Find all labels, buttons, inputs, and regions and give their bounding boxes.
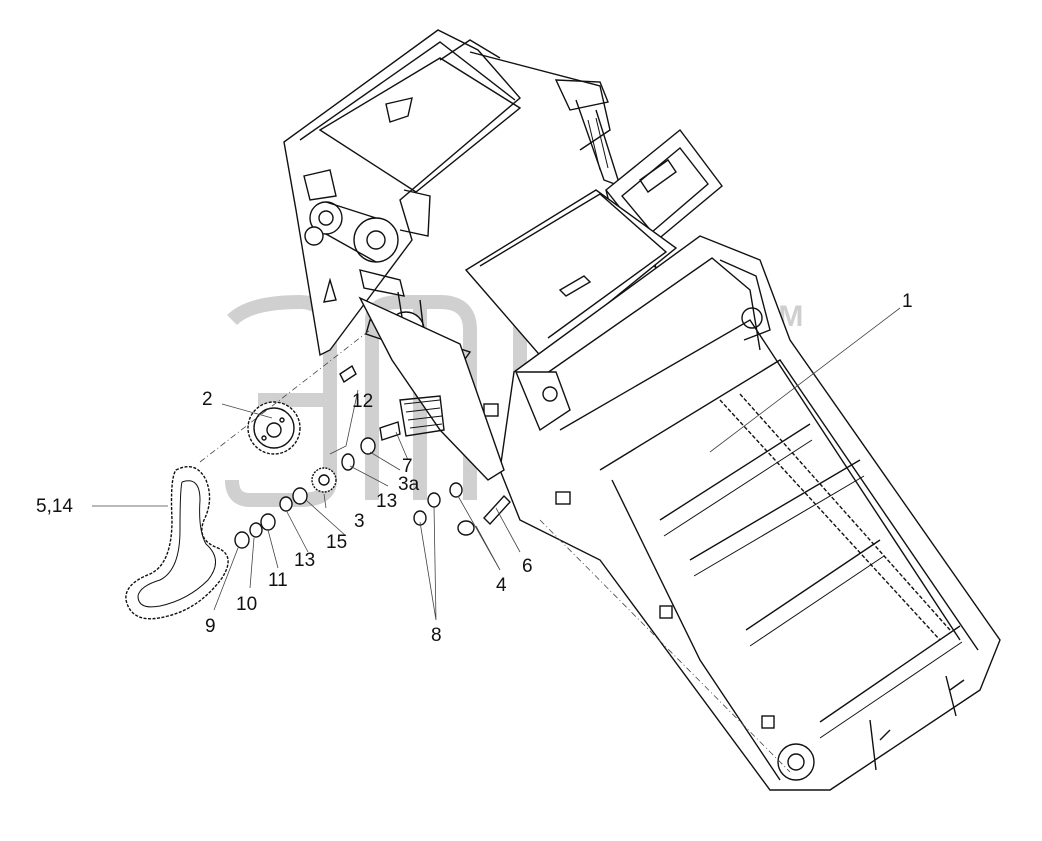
- sprocket-large: [247, 401, 301, 455]
- conveyor-body: [464, 189, 1001, 791]
- drive-chain: [125, 466, 229, 620]
- callout-15: 15: [326, 532, 347, 553]
- header-housing: [283, 29, 622, 357]
- sprocket-small: [311, 467, 337, 493]
- callout-5-14: 5,14: [36, 496, 73, 517]
- bracket-plate: [358, 296, 505, 481]
- callout-3: 3: [354, 511, 365, 532]
- leader-lines: [92, 307, 901, 773]
- key-part: [339, 364, 357, 384]
- callout-4: 4: [496, 575, 507, 596]
- drive-chain-inner: [137, 480, 216, 608]
- callout-13-lower: 13: [294, 550, 315, 571]
- callout-10: 10: [236, 594, 257, 615]
- callout-8: 8: [431, 625, 442, 646]
- callout-1: 1: [902, 291, 913, 312]
- callout-13-upper: 13: [376, 491, 397, 512]
- callout-7: 7: [402, 456, 413, 477]
- callout-11: 11: [268, 570, 288, 591]
- callout-2: 2: [202, 389, 213, 410]
- callouts: 1 2 12 7 3а 13 3 5,14 15 13 11 10 9 6 4 …: [36, 291, 913, 646]
- callout-9: 9: [205, 616, 216, 637]
- callout-12: 12: [352, 391, 373, 412]
- callout-3a: 3а: [398, 474, 420, 495]
- callout-6: 6: [522, 556, 533, 577]
